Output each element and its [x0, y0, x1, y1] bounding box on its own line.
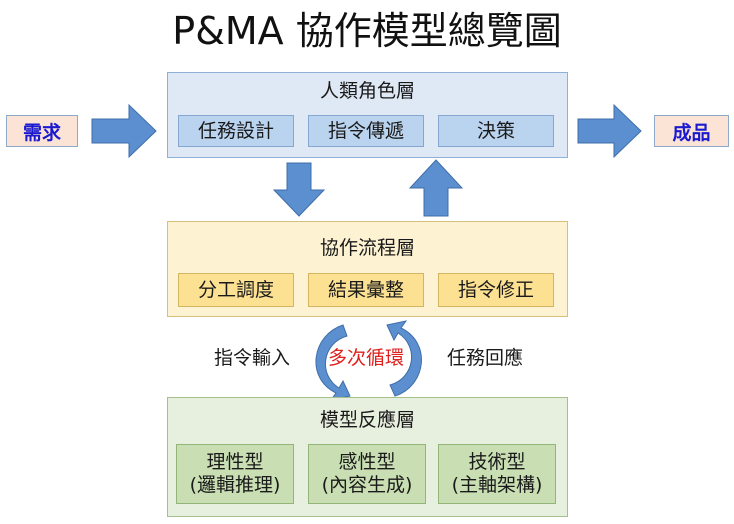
command-delivery-box: 指令傳遞	[308, 115, 424, 147]
decision-box: 決策	[438, 115, 554, 147]
output-arrow	[577, 103, 642, 159]
loop-cycle-icon	[315, 320, 422, 401]
technical-type-detail: (主軸架構)	[451, 474, 543, 496]
product-box: 成品	[654, 115, 729, 147]
task-response-label: 任務回應	[447, 347, 524, 369]
collaboration-flow-layer: 協作流程層 分工調度 結果彙整 指令修正	[167, 221, 568, 317]
rational-type-box: 理性型 (邏輯推理)	[176, 444, 294, 504]
emotional-type-detail: (內容生成)	[321, 474, 413, 496]
decision-label: 決策	[476, 119, 515, 142]
demand-label: 需求	[22, 121, 61, 144]
technical-type-box: 技術型 (主軸架構)	[438, 444, 556, 504]
rational-type-detail: (邏輯推理)	[189, 474, 281, 496]
collab-layer-title: 協作流程層	[319, 237, 415, 259]
task-dispatch-box: 分工調度	[178, 273, 294, 307]
result-summary-label: 結果彙整	[327, 278, 404, 301]
model-response-layer: 模型反應層 理性型 (邏輯推理) 感性型 (內容生成) 技術型 (主軸架構)	[167, 397, 568, 517]
technical-type-name: 技術型	[468, 451, 526, 473]
emotional-type-name: 感性型	[338, 451, 396, 473]
diagram-title: P&MA 協作模型總覽圖	[172, 9, 562, 53]
down-arrow	[272, 162, 326, 217]
product-label: 成品	[672, 121, 711, 144]
task-design-label: 任務設計	[197, 119, 274, 142]
command-input-label: 指令輸入	[214, 347, 291, 369]
task-dispatch-label: 分工調度	[197, 278, 274, 301]
human-layer-title: 人類角色層	[319, 80, 415, 102]
command-delivery-label: 指令傳遞	[327, 119, 404, 142]
rational-type-name: 理性型	[206, 451, 264, 473]
command-revision-label: 指令修正	[457, 278, 534, 301]
task-design-box: 任務設計	[178, 115, 294, 147]
multi-cycle-label: 多次循環	[328, 347, 405, 369]
human-role-layer: 人類角色層 任務設計 指令傳遞 決策	[167, 72, 568, 158]
model-layer-title: 模型反應層	[319, 409, 415, 431]
input-arrow	[91, 103, 157, 159]
result-summary-box: 結果彙整	[308, 273, 424, 307]
demand-box: 需求	[6, 115, 78, 147]
up-arrow	[408, 159, 464, 217]
emotional-type-box: 感性型 (內容生成)	[308, 444, 426, 504]
command-revision-box: 指令修正	[438, 273, 554, 307]
